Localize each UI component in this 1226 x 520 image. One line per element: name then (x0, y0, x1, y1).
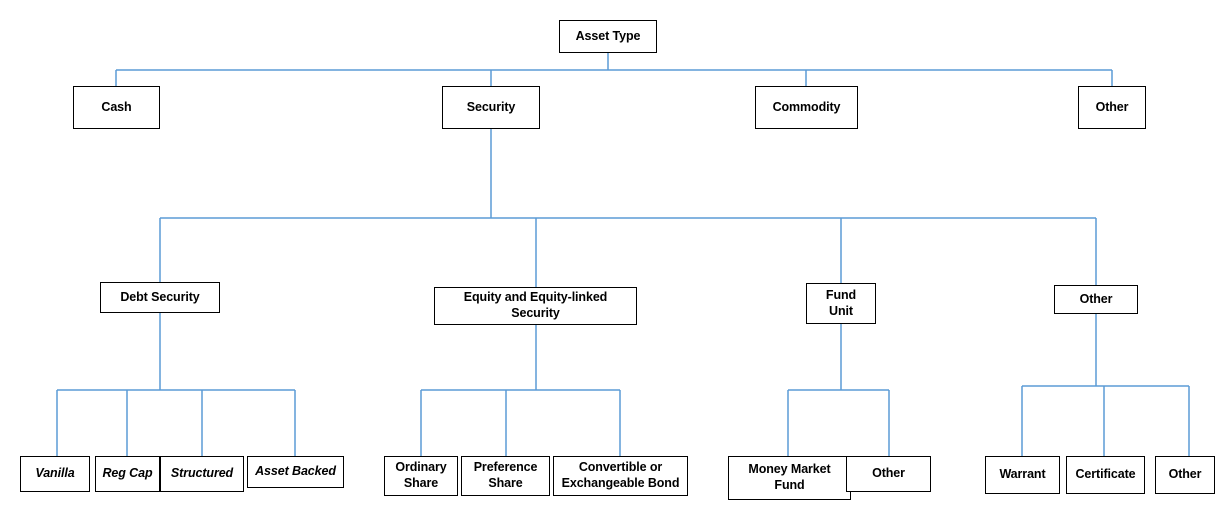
node-certificate[interactable]: Certificate (1066, 456, 1145, 494)
node-label: Other (872, 466, 905, 481)
node-label: Cash (101, 99, 132, 114)
node-preference-share[interactable]: Preference Share (461, 456, 550, 496)
node-equity-linked-security[interactable]: Equity and Equity-linked Security (434, 287, 637, 325)
node-label: Convertible or Exchangeable Bond (561, 460, 680, 490)
node-vanilla[interactable]: Vanilla (20, 456, 90, 492)
node-warrant[interactable]: Warrant (985, 456, 1060, 494)
node-label: Structured (170, 466, 234, 481)
node-label: Other (1079, 291, 1113, 306)
node-label: Other (1095, 99, 1129, 114)
node-label: Debt Security (120, 289, 200, 304)
node-cash[interactable]: Cash (73, 86, 160, 129)
node-other-fund-unit[interactable]: Other (846, 456, 931, 492)
node-label: Vanilla (35, 466, 75, 481)
node-commodity[interactable]: Commodity (755, 86, 858, 129)
node-other-asset-type[interactable]: Other (1078, 86, 1146, 129)
node-structured[interactable]: Structured (160, 456, 244, 492)
node-label: Warrant (999, 467, 1046, 482)
node-other-warrant-branch[interactable]: Other (1155, 456, 1215, 494)
node-label: Security (466, 99, 516, 114)
node-asset-type[interactable]: Asset Type (559, 20, 657, 53)
node-label: Reg Cap (102, 466, 153, 481)
node-label: Equity and Equity-linked Security (463, 290, 608, 320)
node-label: Asset Backed (255, 464, 336, 479)
node-label: Ordinary Share (395, 460, 447, 490)
node-debt-security[interactable]: Debt Security (100, 282, 220, 313)
node-label: Certificate (1075, 467, 1136, 482)
node-label: Fund Unit (825, 287, 857, 318)
node-other-security[interactable]: Other (1054, 285, 1138, 314)
node-security[interactable]: Security (442, 86, 540, 129)
node-label: Preference Share (473, 460, 538, 490)
node-ordinary-share[interactable]: Ordinary Share (384, 456, 458, 496)
node-label: Commodity (772, 99, 841, 114)
node-label: Asset Type (575, 28, 641, 43)
node-reg-cap[interactable]: Reg Cap (95, 456, 160, 492)
node-label: Money Market Fund (748, 462, 831, 492)
node-money-market-fund[interactable]: Money Market Fund (728, 456, 851, 500)
node-asset-backed[interactable]: Asset Backed (247, 456, 344, 488)
node-convertible-exchangeable-bond[interactable]: Convertible or Exchangeable Bond (553, 456, 688, 496)
node-label: Other (1168, 467, 1202, 482)
node-fund-unit[interactable]: Fund Unit (806, 283, 876, 324)
